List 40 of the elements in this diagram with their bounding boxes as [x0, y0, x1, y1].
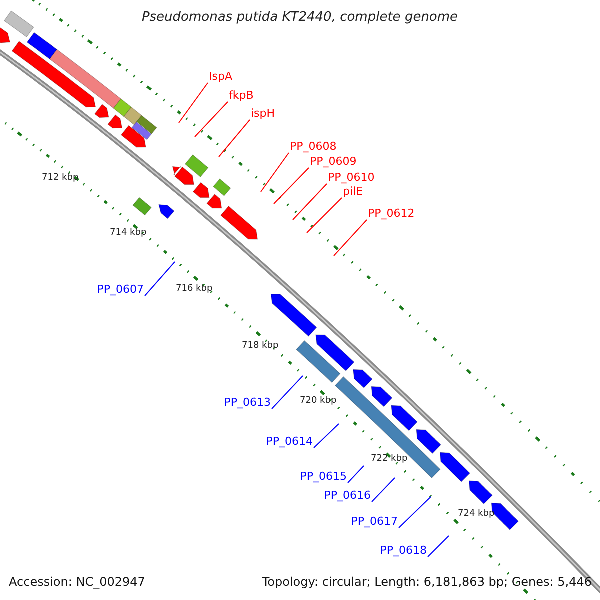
leader-line: [218, 120, 250, 158]
leader-line: [428, 536, 450, 558]
gene-label: PP_0616: [324, 490, 371, 501]
tick-label: 718 kbp: [242, 342, 279, 351]
tick-label: 720 kbp: [300, 397, 337, 406]
gene-label: pilE: [343, 186, 364, 197]
leader-line: [398, 496, 432, 528]
gene-label: PP_0618: [380, 545, 427, 556]
gene-label: PP_0607: [97, 284, 144, 295]
leader-line: [260, 152, 290, 192]
gene-label: PP_0610: [328, 172, 375, 183]
leader-line: [292, 184, 328, 220]
gene-label: IspA: [209, 71, 232, 82]
leader-line: [306, 198, 342, 234]
accession-text: Accession: NC_002947: [9, 576, 146, 588]
leader-line: [144, 262, 176, 296]
leader-line: [372, 478, 396, 502]
title: Pseudomonas putida KT2440, complete genome: [140, 11, 460, 24]
tick-label: 724 kbp: [458, 510, 495, 519]
leader-line: [314, 424, 340, 448]
gene-label: fkpB: [229, 90, 254, 101]
tick-label: 714 kbp: [110, 229, 147, 238]
tick-label: 722 kbp: [371, 455, 408, 464]
gene-label: PP_0617: [351, 516, 398, 527]
gene-label: PP_0614: [266, 436, 313, 447]
tick-label: 716 kbp: [176, 285, 213, 294]
genome-summary-text: Topology: circular; Length: 6,181,863 bp; Genes: 5,446: [262, 576, 592, 588]
gene-label: PP_0608: [290, 141, 337, 152]
leader-line: [194, 102, 228, 138]
gene-label: PP_0612: [368, 208, 415, 219]
tick-label: 712 kbp: [42, 174, 79, 183]
leader-line: [274, 168, 310, 204]
leader-line: [178, 82, 208, 124]
gene-label: PP_0615: [300, 471, 347, 482]
gene-label: PP_0609: [310, 156, 357, 167]
leader-line: [348, 466, 364, 484]
leader-line: [272, 376, 304, 410]
gene-label: PP_0613: [224, 397, 271, 408]
leader-line: [334, 220, 368, 256]
gene-label: ispH: [251, 108, 276, 119]
